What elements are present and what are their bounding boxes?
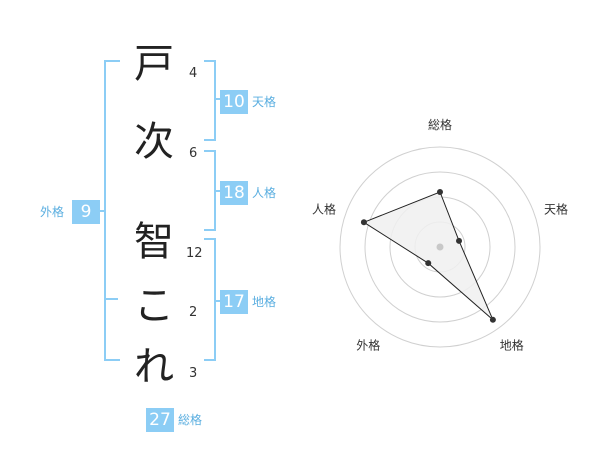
soukaku-label: 総格: [178, 413, 203, 427]
stroke-count-1: 4: [189, 66, 198, 81]
tenkaku-label: 天格: [252, 95, 277, 109]
outer-bracket: [104, 60, 120, 361]
tenkaku-score: 10: [220, 90, 248, 114]
tenkaku-connector: [214, 98, 220, 100]
gaikaku-connector: [100, 210, 104, 212]
soukaku-score: 27: [146, 408, 174, 432]
chikaku-connector: [214, 300, 220, 302]
chikaku-bracket: [204, 238, 216, 361]
outer-bracket-mid-tick: [104, 298, 118, 300]
gaikaku-score: 9: [72, 200, 100, 224]
chikaku-label: 地格: [252, 295, 277, 309]
jinkaku-score: 18: [220, 181, 248, 205]
gaikaku-label: 外格: [40, 205, 65, 219]
stroke-count-3: 12: [186, 246, 203, 261]
jinkaku-connector: [214, 190, 220, 192]
stroke-count-4: 2: [189, 305, 198, 320]
radar-axis-label-4: 外格: [356, 338, 380, 353]
name-char-3: 智: [134, 219, 174, 265]
jinkaku-label: 人格: [252, 186, 277, 200]
radar-point-3: [489, 316, 496, 323]
radar-polygon: [362, 191, 494, 321]
radar-point-5: [360, 219, 367, 226]
radar-axis-label-1: 総格: [428, 117, 452, 132]
radar-point-2: [456, 237, 463, 244]
stroke-count-2: 6: [189, 146, 198, 161]
radar-point-4: [425, 260, 432, 267]
name-char-5: れ: [134, 344, 174, 390]
radar-center-dot: [436, 243, 444, 251]
stroke-count-5: 3: [189, 366, 198, 381]
radar-point-1: [437, 189, 443, 195]
name-char-2: 次: [134, 119, 174, 165]
radar-axis-label-5: 人格: [312, 201, 336, 216]
radar-axis-label-3: 地格: [500, 338, 524, 353]
radar-ring-4: [339, 146, 541, 348]
chikaku-score: 17: [220, 290, 248, 314]
name-char-4: こ: [134, 283, 174, 329]
radar-ring-3: [364, 171, 516, 323]
name-char-1: 戸: [134, 41, 174, 87]
radar-axis-label-2: 天格: [544, 201, 568, 216]
tenkaku-bracket: [204, 60, 216, 141]
